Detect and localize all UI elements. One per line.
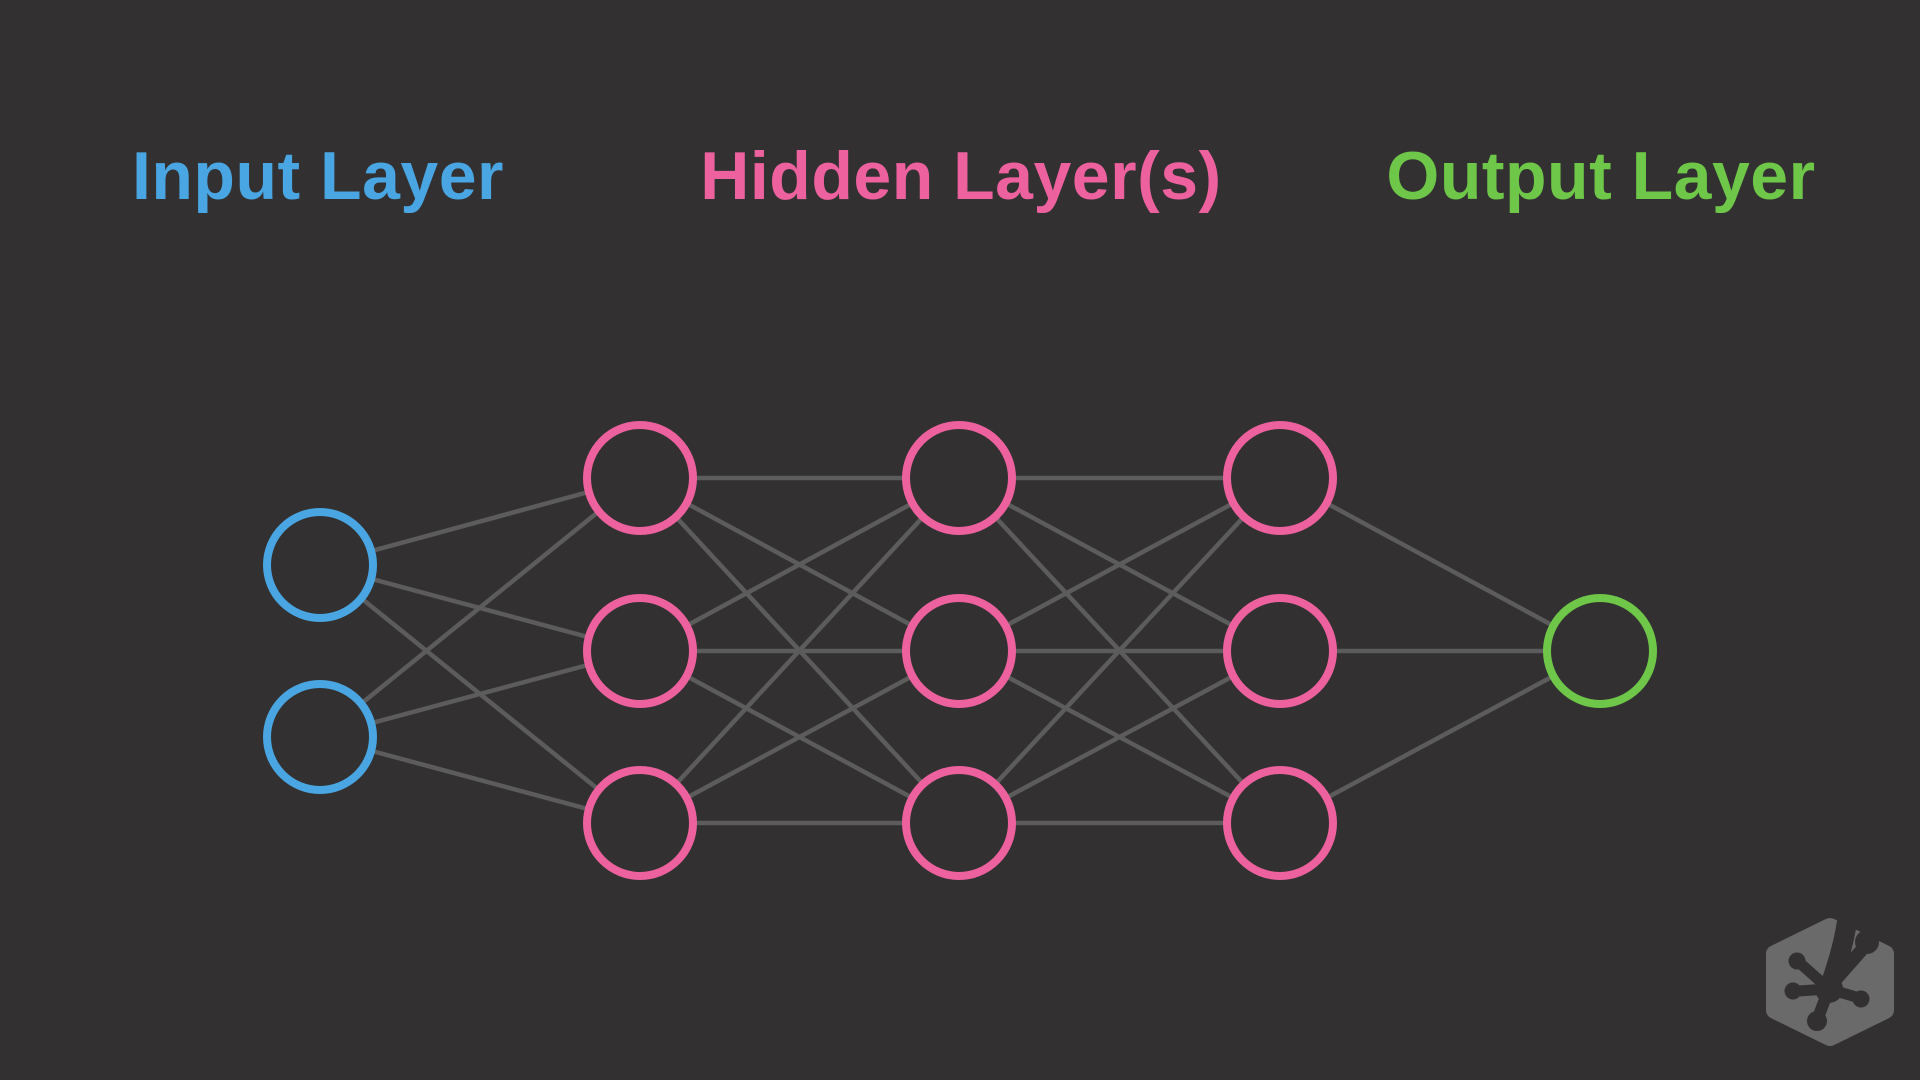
node-hidden-1-1	[583, 421, 697, 535]
edge-hidden-1-to-hidden-2	[638, 649, 961, 825]
node-hidden-2-3	[902, 766, 1016, 880]
edge-hidden-1-to-hidden-2	[638, 476, 961, 825]
edge-hidden-2-to-hidden-3	[957, 476, 1282, 653]
edge-input-to-hidden-1	[318, 476, 642, 739]
node-hidden-1-2	[583, 594, 697, 708]
node-hidden-3-2	[1223, 594, 1337, 708]
frog-footprint-icon	[1784, 904, 1879, 1031]
node-hidden-2-1	[902, 421, 1016, 535]
hidden-layer-label: Hidden Layer(s)	[700, 138, 1222, 214]
input-layer-label: Input Layer	[132, 138, 504, 214]
node-input-2	[263, 680, 377, 794]
node-hidden-3-3	[1223, 766, 1337, 880]
node-input-1	[263, 508, 377, 622]
node-hidden-2-2	[902, 594, 1016, 708]
edge-hidden-1-to-hidden-2	[638, 476, 961, 653]
edge-hidden-3-to-output	[1278, 476, 1602, 653]
output-layer-label: Output Layer	[1386, 138, 1816, 214]
edge-hidden-2-to-hidden-3	[957, 476, 1282, 825]
treehouse-logo	[1766, 904, 1894, 1046]
node-hidden-3-1	[1223, 421, 1337, 535]
edge-hidden-2-to-hidden-3	[957, 649, 1282, 825]
node-hidden-1-3	[583, 766, 697, 880]
node-output-1	[1543, 594, 1657, 708]
edge-hidden-3-to-output	[1278, 649, 1602, 825]
nodes	[263, 421, 1657, 880]
